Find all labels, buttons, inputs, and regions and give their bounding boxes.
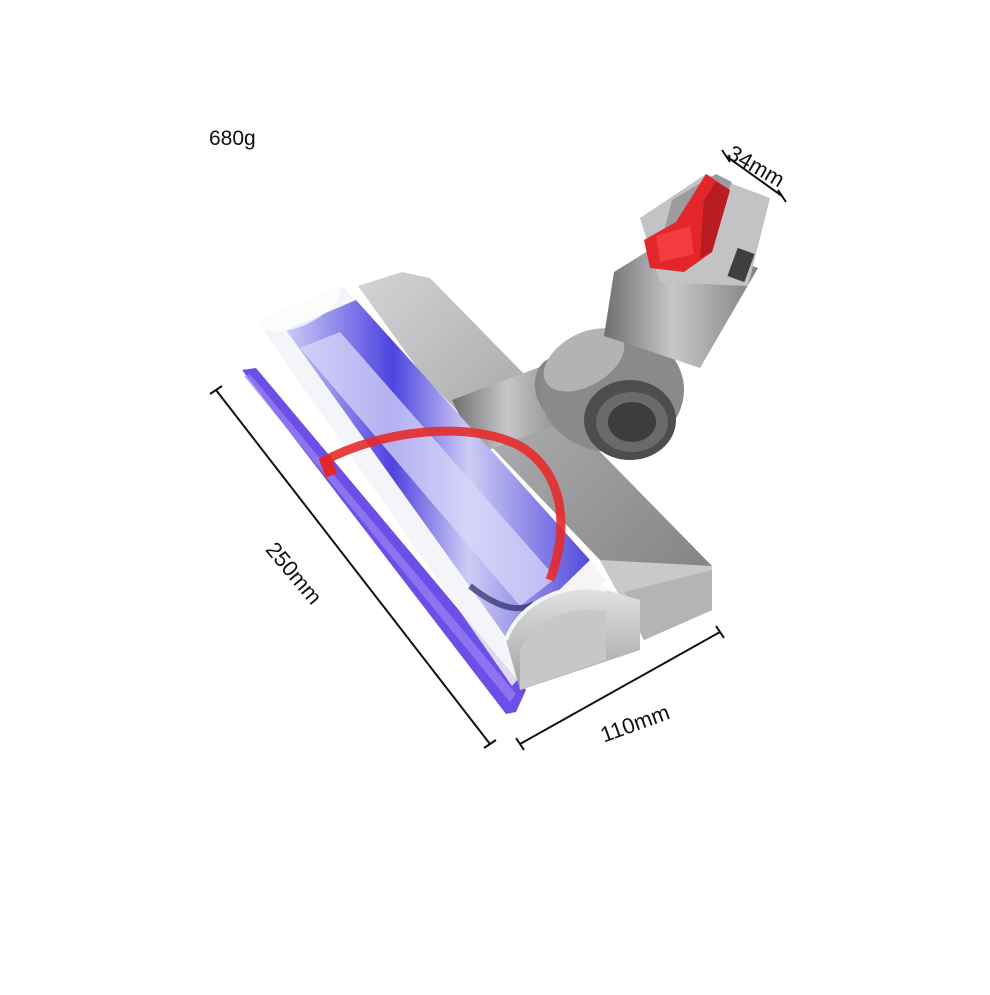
wand-connector <box>604 174 770 368</box>
dimension-line-34mm <box>725 155 783 197</box>
swivel-joint <box>540 328 684 460</box>
dimension-line-250mm <box>215 389 491 745</box>
dimension-lines <box>209 149 787 751</box>
dimension-line-110mm <box>519 631 721 745</box>
weight-label: 680g <box>209 127 256 150</box>
brush-bar-cover <box>255 276 606 686</box>
release-latch <box>644 174 730 272</box>
brush-strip <box>242 368 526 714</box>
end-cap <box>504 585 640 690</box>
